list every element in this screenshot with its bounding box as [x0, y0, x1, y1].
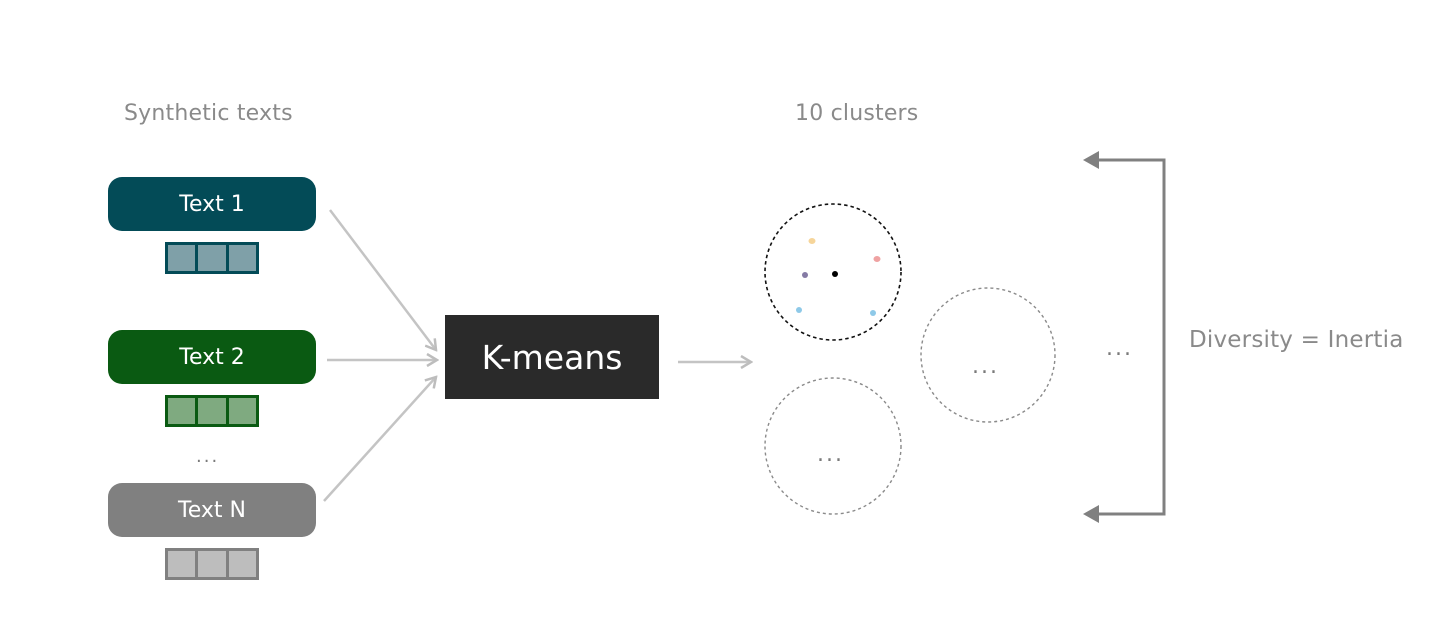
- embedding-cell: [198, 398, 229, 424]
- cluster-3-placeholder: ...: [817, 442, 844, 467]
- more-clusters-ellipsis: ...: [1106, 336, 1133, 361]
- bracket-arrowhead-bottom: [1083, 505, 1099, 523]
- embedding-cell: [168, 551, 199, 577]
- cluster-centroid: [832, 271, 838, 277]
- cluster-circle-3: [764, 377, 902, 515]
- bracket-arrowhead-top: [1083, 151, 1099, 169]
- embedding-cell: [228, 551, 256, 577]
- text-2-embedding: [165, 395, 259, 427]
- cluster-2-placeholder: ...: [972, 354, 999, 379]
- arrow-text1-to-kmeans: [329, 209, 436, 350]
- embedding-cell: [228, 398, 256, 424]
- cluster-circle-2: [920, 287, 1056, 423]
- text-1-box: Text 1: [108, 177, 316, 231]
- feedback-bracket: [1097, 158, 1166, 516]
- arrow-textN-to-kmeans: [323, 377, 436, 502]
- text-2-box: Text 2: [108, 330, 316, 384]
- cluster-point: [796, 307, 802, 313]
- kmeans-box: K-means: [445, 315, 659, 399]
- texts-ellipsis: ...: [196, 446, 220, 467]
- diversity-metric-label: Diversity = Inertia: [1189, 327, 1404, 353]
- embedding-cell: [228, 245, 256, 271]
- cluster-point: [808, 238, 816, 244]
- cluster-points: [796, 238, 881, 316]
- cluster-circle-1: [764, 203, 902, 341]
- embedding-cell: [198, 551, 229, 577]
- cluster-point: [802, 272, 808, 278]
- text-n-embedding: [165, 548, 259, 580]
- text-1-embedding: [165, 242, 259, 274]
- embedding-cell: [198, 245, 229, 271]
- cluster-point: [873, 256, 881, 262]
- text-n-box: Text N: [108, 483, 316, 537]
- heading-clusters: 10 clusters: [795, 101, 919, 126]
- embedding-cell: [168, 245, 199, 271]
- heading-synthetic-texts: Synthetic texts: [124, 101, 293, 126]
- cluster-point: [870, 310, 876, 316]
- embedding-cell: [168, 398, 199, 424]
